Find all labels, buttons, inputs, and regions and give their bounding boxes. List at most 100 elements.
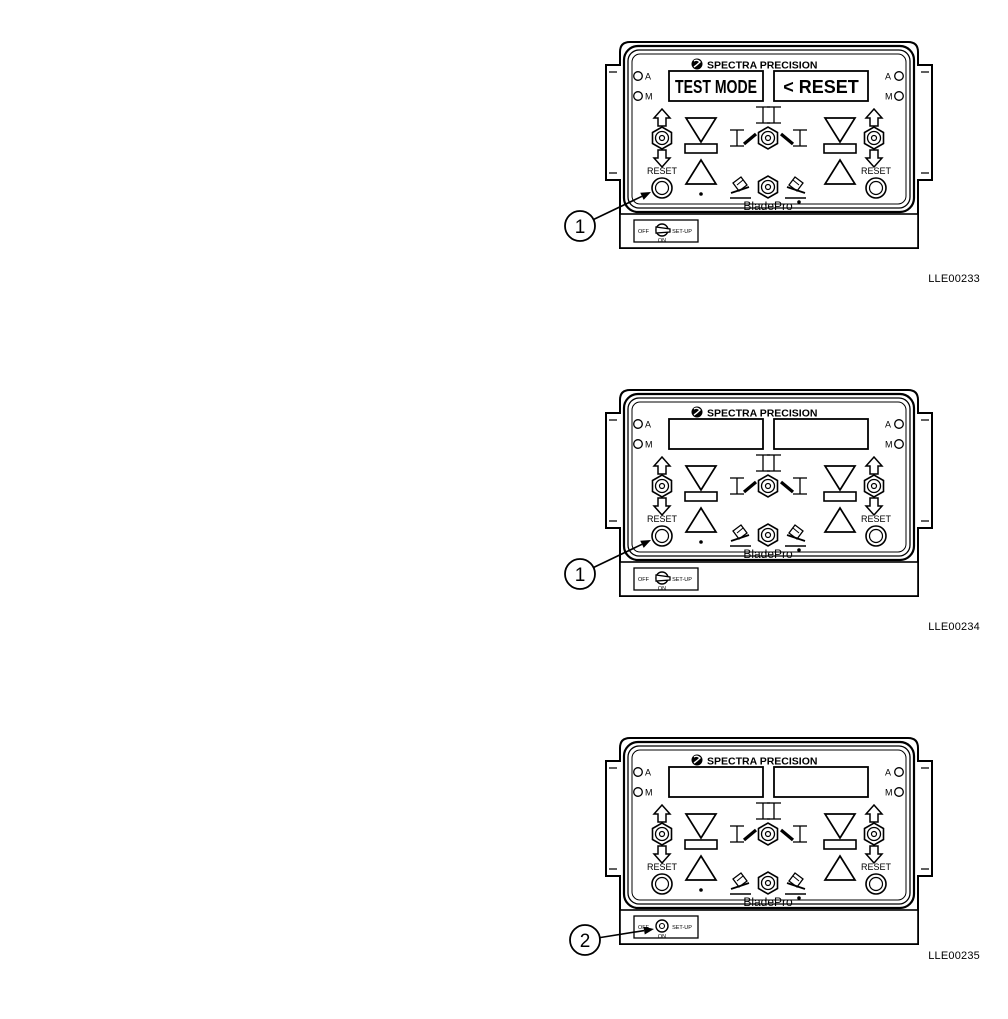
dozer-left-icon [730, 524, 751, 547]
arrow-down-icon [652, 845, 672, 865]
dozer-left-icon [730, 176, 751, 199]
raise-key-right[interactable] [823, 506, 857, 533]
callout: 1 [564, 192, 651, 242]
slope-left-icon [742, 480, 758, 494]
led-manual-right [894, 91, 904, 101]
brand-label: SPECTRA PRECISION [707, 756, 817, 768]
blade-icon [730, 825, 744, 843]
raise-key-left[interactable] [684, 158, 718, 185]
reset-button-left[interactable] [651, 873, 673, 895]
led-manual-left [633, 787, 643, 797]
arrow-up-icon [652, 803, 672, 823]
led-auto-right [894, 71, 904, 81]
raise-key-right[interactable] [823, 158, 857, 185]
arrow-down-icon [864, 845, 884, 865]
display-right [773, 418, 869, 450]
on-grade-indicator-left [684, 491, 718, 502]
led-manual-label: M [885, 440, 893, 450]
led-auto-label: A [885, 768, 891, 778]
switch-off-label: OFF [638, 577, 650, 583]
product-label: BladePro [743, 547, 793, 561]
led-auto-label: A [885, 72, 891, 82]
dozer-right-icon [785, 524, 806, 547]
gear-icon [651, 822, 673, 846]
reset-button-left[interactable] [651, 177, 673, 199]
led-manual-label: M [885, 92, 893, 102]
raise-key-left[interactable] [684, 506, 718, 533]
power-switch-knob[interactable] [655, 571, 671, 585]
reset-label: RESET [647, 862, 678, 872]
product-label: BladePro [743, 199, 793, 213]
raise-key-left[interactable] [684, 854, 718, 881]
gear-icon [757, 822, 779, 846]
callout-number: 1 [575, 565, 586, 586]
spectra-logo-icon [691, 406, 703, 418]
reset-button-right[interactable] [865, 873, 887, 895]
led-manual-label: M [645, 788, 653, 798]
callout: 2 [569, 924, 654, 956]
led-manual-right [894, 787, 904, 797]
dot-marker [699, 540, 703, 544]
arrow-up-icon [864, 107, 884, 127]
arrow-up-icon [864, 803, 884, 823]
gear-icon [757, 871, 779, 895]
callout: 1 [564, 540, 651, 590]
reset-button-right[interactable] [865, 177, 887, 199]
spectra-logo-icon [691, 58, 703, 70]
slope-left-icon [742, 828, 758, 842]
slope-right-icon [779, 480, 795, 494]
gear-icon [757, 175, 779, 199]
dozer-right-icon [785, 176, 806, 199]
led-auto-label: A [645, 420, 651, 430]
switch-setup-label: SET-UP [672, 925, 692, 931]
display-right [773, 70, 869, 102]
led-manual-label: M [645, 92, 653, 102]
power-switch-knob[interactable] [655, 919, 669, 933]
slope-left-icon [742, 132, 758, 146]
led-manual-label: M [645, 440, 653, 450]
figure-id-label: LLE00235 [928, 950, 980, 962]
led-auto-label: A [645, 72, 651, 82]
display-right [773, 766, 869, 798]
reset-button-left[interactable] [651, 525, 673, 547]
gear-icon [757, 523, 779, 547]
lower-key-right[interactable] [823, 813, 857, 840]
dozer-left-icon [730, 872, 751, 895]
brand-label: SPECTRA PRECISION [707, 408, 817, 420]
lower-key-left[interactable] [684, 117, 718, 144]
display-left [668, 70, 764, 102]
reset-button-right[interactable] [865, 525, 887, 547]
spectra-logo-icon [691, 754, 703, 766]
lower-key-right[interactable] [823, 465, 857, 492]
led-auto-left [633, 767, 643, 777]
lower-key-right[interactable] [823, 117, 857, 144]
switch-setup-label: SET-UP [672, 577, 692, 583]
reset-label: RESET [647, 166, 678, 176]
gear-icon [757, 126, 779, 150]
callout-number: 2 [580, 931, 591, 952]
lower-key-left[interactable] [684, 813, 718, 840]
power-switch-knob[interactable] [655, 223, 671, 237]
gear-icon [863, 822, 885, 846]
on-grade-indicator-right [823, 839, 857, 850]
switch-setup-label: SET-UP [672, 229, 692, 235]
lower-key-left[interactable] [684, 465, 718, 492]
raise-key-right[interactable] [823, 854, 857, 881]
arrow-down-icon [864, 497, 884, 517]
display-right-text: < RESET [783, 77, 859, 97]
blade-icon [730, 129, 744, 147]
blade-icon [767, 802, 781, 820]
led-manual-left [633, 91, 643, 101]
blade-icon [767, 454, 781, 472]
gear-icon [863, 474, 885, 498]
switch-on-label: ON [658, 934, 666, 940]
led-auto-label: A [885, 420, 891, 430]
dozer-right-icon [785, 872, 806, 895]
led-auto-right [894, 419, 904, 429]
blade-icon [793, 825, 807, 843]
led-auto-label: A [645, 768, 651, 778]
